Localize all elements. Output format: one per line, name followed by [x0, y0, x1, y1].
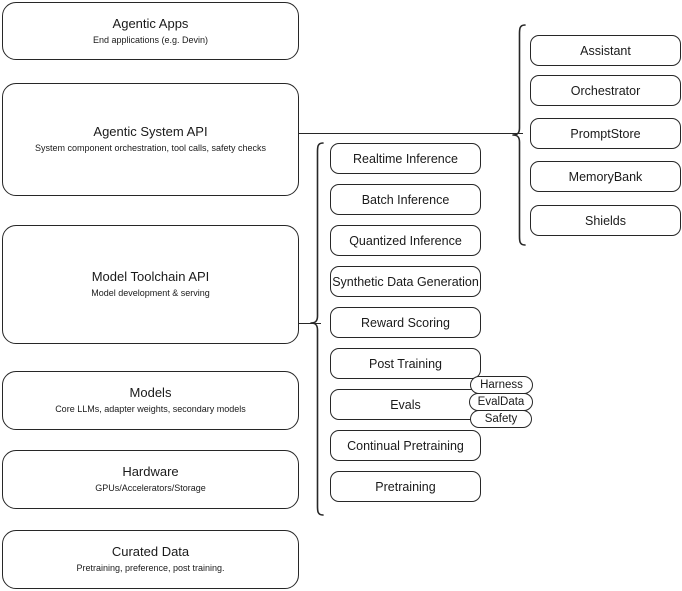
- toolchain-item-label: Reward Scoring: [361, 315, 450, 330]
- layer-subtitle: Core LLMs, adapter weights, secondary mo…: [55, 404, 246, 414]
- toolchain-item-reward-scoring[interactable]: Reward Scoring: [330, 307, 481, 338]
- evals-tag-safety[interactable]: Safety: [470, 410, 532, 428]
- layer-box-agentic-system-api[interactable]: Agentic System API System component orch…: [2, 83, 299, 196]
- toolchain-item-synthetic-data-generation[interactable]: Synthetic Data Generation: [330, 266, 481, 297]
- agentic-system-item-memorybank[interactable]: MemoryBank: [530, 161, 681, 192]
- toolchain-item-label: Batch Inference: [361, 192, 450, 207]
- toolchain-item-realtime-inference[interactable]: Realtime Inference: [330, 143, 481, 174]
- agentic-system-item-orchestrator[interactable]: Orchestrator: [530, 75, 681, 106]
- toolchain-item-label: Synthetic Data Generation: [332, 274, 479, 289]
- connector-toolchain-to-capabilities: [299, 323, 321, 324]
- evals-tag-evaldata[interactable]: EvalData: [469, 393, 533, 411]
- toolchain-item-label: Evals: [390, 397, 421, 412]
- toolchain-item-label: Pretraining: [375, 479, 436, 494]
- agentic-system-item-assistant[interactable]: Assistant: [530, 35, 681, 66]
- toolchain-item-pretraining[interactable]: Pretraining: [330, 471, 481, 502]
- agentic-system-item-label: Shields: [585, 213, 626, 228]
- layer-subtitle: System component orchestration, tool cal…: [34, 143, 267, 153]
- toolchain-item-continual-pretraining[interactable]: Continual Pretraining: [330, 430, 481, 461]
- toolchain-item-evals[interactable]: Evals: [330, 389, 481, 420]
- agentic-system-item-label: Orchestrator: [570, 83, 641, 98]
- agentic-system-item-shields[interactable]: Shields: [530, 205, 681, 236]
- evals-tag-label: Harness: [480, 379, 523, 391]
- layer-subtitle: GPUs/Accelerators/Storage: [95, 483, 206, 493]
- toolchain-item-label: Post Training: [369, 356, 442, 371]
- layer-subtitle: Pretraining, preference, post training.: [76, 563, 225, 573]
- toolchain-item-label: Realtime Inference: [353, 151, 458, 166]
- layer-box-models[interactable]: Models Core LLMs, adapter weights, secon…: [2, 371, 299, 430]
- layer-title: Agentic System API: [93, 124, 208, 139]
- layer-box-model-toolchain-api[interactable]: Model Toolchain API Model development & …: [2, 225, 299, 344]
- curly-brace-agentic-system-icon: [512, 22, 526, 250]
- evals-tag-label: Safety: [484, 413, 518, 425]
- layer-box-hardware[interactable]: Hardware GPUs/Accelerators/Storage: [2, 450, 299, 509]
- toolchain-item-post-training[interactable]: Post Training: [330, 348, 481, 379]
- layer-title: Models: [129, 385, 172, 400]
- layer-title: Hardware: [122, 464, 179, 479]
- layer-box-agentic-apps[interactable]: Agentic Apps End applications (e.g. Devi…: [2, 2, 299, 60]
- toolchain-item-quantized-inference[interactable]: Quantized Inference: [330, 225, 481, 256]
- toolchain-item-batch-inference[interactable]: Batch Inference: [330, 184, 481, 215]
- agentic-system-item-label: MemoryBank: [568, 169, 643, 184]
- layer-title: Curated Data: [111, 544, 190, 559]
- layer-box-curated-data[interactable]: Curated Data Pretraining, preference, po…: [2, 530, 299, 589]
- connector-agentic-system-to-components: [299, 133, 523, 134]
- agentic-system-item-promptstore[interactable]: PromptStore: [530, 118, 681, 149]
- toolchain-item-label: Quantized Inference: [349, 233, 462, 248]
- layer-title: Agentic Apps: [112, 15, 189, 31]
- layer-subtitle: End applications (e.g. Devin): [92, 34, 209, 45]
- layer-title: Model Toolchain API: [91, 269, 210, 284]
- evals-tag-harness[interactable]: Harness: [470, 376, 533, 394]
- agentic-system-item-label: PromptStore: [570, 126, 641, 141]
- toolchain-item-label: Continual Pretraining: [347, 438, 464, 453]
- agentic-system-item-label: Assistant: [580, 43, 631, 58]
- curly-brace-toolchain-icon: [310, 140, 324, 520]
- evals-tag-label: EvalData: [477, 396, 525, 408]
- layer-subtitle: Model development & serving: [91, 288, 210, 298]
